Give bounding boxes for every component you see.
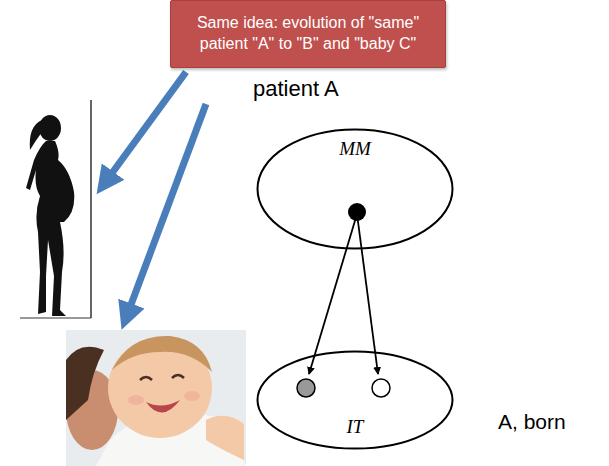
note-label: A, born — [498, 410, 566, 434]
set-name: MM — [256, 138, 454, 160]
pregnant-woman-silhouette — [20, 100, 91, 318]
mapping-arrow — [309, 214, 357, 374]
pointer-arrow — [126, 104, 206, 318]
set-ellipse: MM — [256, 128, 454, 250]
pointer-arrow — [104, 72, 186, 184]
gray-dot — [297, 379, 315, 397]
callout-box: Same idea: evolution of "same" patient "… — [170, 0, 446, 68]
heading-label: patient A — [253, 76, 339, 102]
set-ellipse: IT — [256, 350, 454, 450]
callout-text: Same idea: evolution of "same" patient "… — [179, 13, 437, 55]
mapping-arrow — [357, 214, 378, 374]
baby-photo — [66, 330, 246, 466]
white-dot — [372, 379, 390, 397]
set-name: IT — [256, 416, 454, 438]
source-dot — [348, 203, 366, 221]
